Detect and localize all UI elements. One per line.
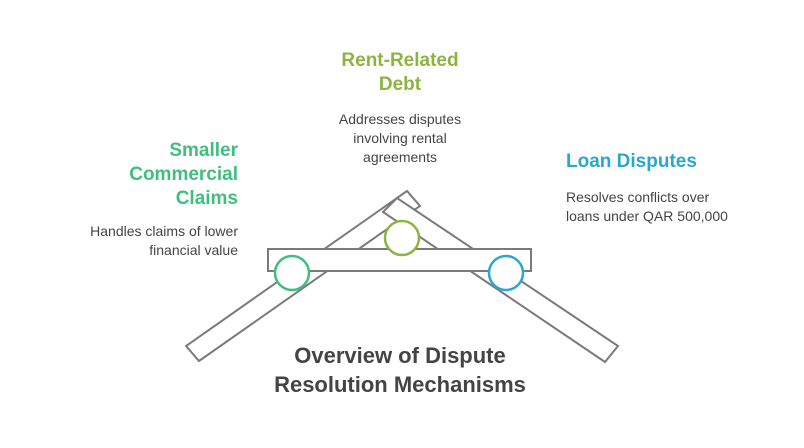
node-description-rent-related-debt: Addresses disputes involving rental agre… bbox=[338, 111, 462, 165]
node-title-rent-related-debt: Rent-Related Debt bbox=[341, 50, 459, 95]
node-circle-loan-disputes bbox=[487, 254, 525, 292]
node-circle-rent-related-debt bbox=[383, 219, 421, 257]
node-title-loan-disputes: Loan Disputes bbox=[566, 151, 697, 172]
diagram-title: Overview of Dispute Resolution Mechanism… bbox=[274, 343, 526, 397]
node-description-smaller-commercial-claims: Handles claims of lower financial value bbox=[90, 223, 238, 258]
node-description-loan-disputes: Resolves conflicts over loans under QAR … bbox=[566, 189, 728, 224]
node-circle-smaller-commercial-claims bbox=[273, 254, 311, 292]
node-title-smaller-commercial-claims: Smaller Commercial Claims bbox=[129, 140, 238, 209]
